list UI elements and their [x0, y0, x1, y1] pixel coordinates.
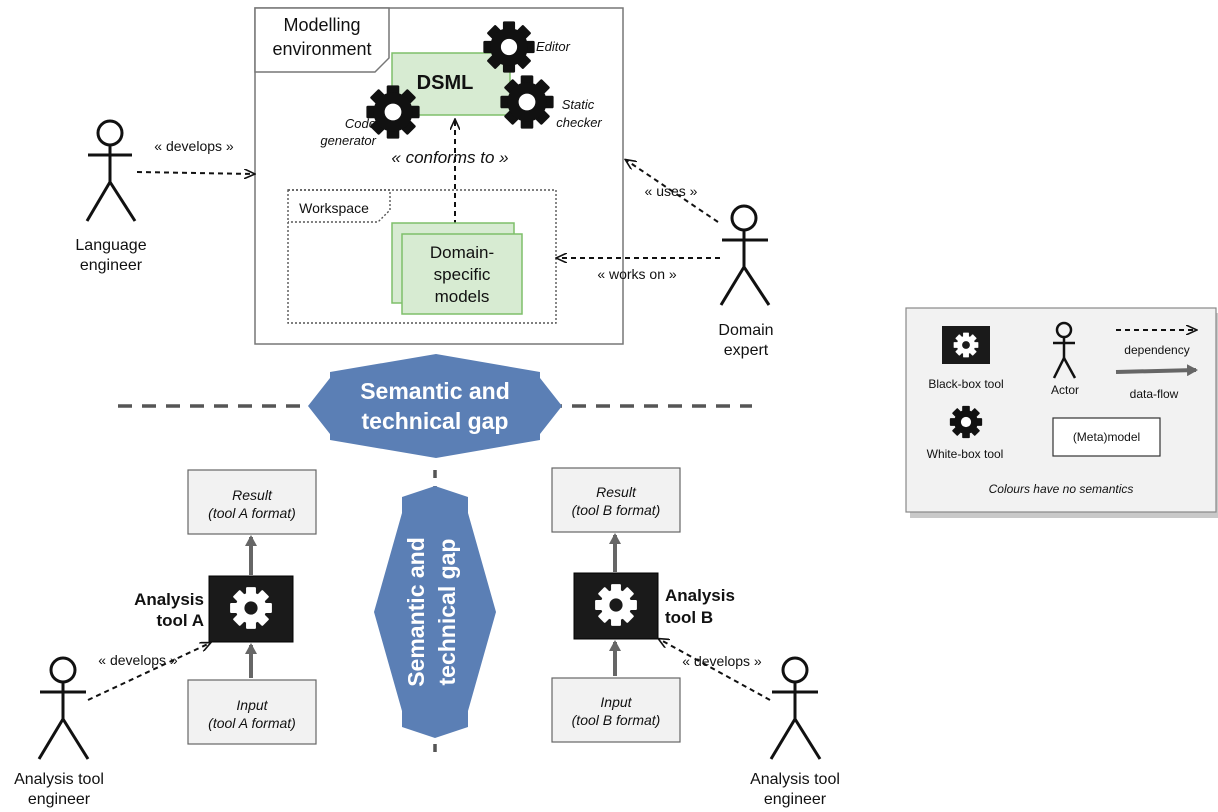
static-checker-label-line2: checker — [556, 115, 602, 130]
tool-a-engineer-label-line2: engineer — [27, 791, 91, 808]
tool-a-engineer-label-line1: Analysis tool — [14, 771, 104, 788]
language-engineer-develops-arrow — [136, 172, 254, 174]
legend-actor-icon — [1052, 321, 1077, 379]
models-box-front — [401, 233, 523, 315]
domain-expert-label-line1: Domain — [718, 322, 774, 339]
tool-b-name-line2: tool B — [665, 608, 714, 627]
conforms-to-label: « conforms to » — [391, 148, 509, 167]
tool-a-input-box — [187, 679, 317, 745]
tool-b-engineer-label-line1: Analysis tool — [750, 771, 840, 788]
tool-a-develops-label: « develops » — [98, 652, 178, 668]
tool-a-result-line1: Result — [232, 487, 272, 503]
vertical-gap-shape — [374, 486, 496, 738]
horizontal-gap-label-line1: Semantic and — [360, 378, 510, 404]
static-checker-label-line1: Static — [561, 97, 595, 112]
tool-a-input-line1: Input — [236, 697, 268, 713]
tool-b-engineer-label-line2: engineer — [763, 791, 827, 808]
tool-b-engineer-actor — [769, 656, 822, 760]
code-generator-label-line2: generator — [320, 133, 376, 148]
dsml-label: DSML — [416, 72, 474, 94]
domain-expert-uses-arrow — [626, 160, 719, 223]
workspace-frame — [287, 189, 557, 324]
tool-a-gear-icon — [230, 587, 272, 629]
tool-a-develops-arrow — [87, 643, 210, 701]
legend-metamodel-box — [1052, 417, 1161, 457]
tool-b-develops-label: « develops » — [682, 653, 762, 669]
tool-b-name-line1: Analysis — [665, 586, 735, 605]
editor-label: Editor — [536, 39, 570, 54]
tool-b-develops-arrow — [659, 639, 771, 701]
tool-a-result-line2: (tool A format) — [208, 505, 296, 521]
workspace-tab — [288, 189, 391, 223]
tool-b-result-box — [551, 467, 681, 533]
tool-a-engineer-actor — [37, 656, 90, 760]
legend-white-box-label: White-box tool — [926, 447, 1004, 461]
models-label-line3: models — [434, 287, 490, 306]
legend-white-box-gear-icon — [949, 405, 983, 439]
language-engineer-develops-label: « develops » — [154, 138, 234, 154]
legend-note: Colours have no semantics — [988, 482, 1134, 496]
tool-b-input-box — [551, 677, 681, 743]
tool-b-input-line1: Input — [600, 694, 632, 710]
legend-actor-label: Actor — [1050, 383, 1079, 397]
language-engineer-label-line1: Language — [75, 237, 147, 254]
tool-b-input-line2: (tool B format) — [571, 712, 661, 728]
legend-data-flow-arrow — [1115, 364, 1198, 377]
tool-a-name-line1: Analysis — [134, 590, 204, 609]
tool-b-gear-icon — [595, 584, 637, 626]
env-title-line2: environment — [272, 39, 372, 59]
legend-metamodel-label: (Meta)model — [1072, 430, 1141, 444]
tool-b-result-line1: Result — [596, 484, 636, 500]
legend-dependency-label: dependency — [1124, 343, 1190, 357]
tool-a-result-box — [187, 469, 317, 535]
tool-b-result-line2: (tool B format) — [571, 502, 661, 518]
vertical-gap-label-line2: technical gap — [434, 538, 460, 686]
models-label-line2: specific — [433, 265, 491, 284]
domain-expert-label-line2: expert — [723, 342, 769, 359]
legend-data-flow-label: data-flow — [1129, 387, 1179, 401]
env-title-line1: Modelling — [283, 15, 361, 35]
legend-black-box-gear-icon — [953, 332, 979, 358]
static-checker-gear-icon — [500, 75, 554, 129]
domain-expert-uses-label: « uses » — [644, 183, 698, 199]
code-generator-label-line1: Code — [344, 116, 376, 131]
language-engineer-actor — [85, 119, 137, 222]
domain-expert-actor — [719, 204, 771, 306]
legend-black-box-label: Black-box tool — [928, 377, 1004, 391]
vertical-gap-label-line1: Semantic and — [403, 537, 429, 687]
workspace-label: Workspace — [299, 200, 369, 216]
domain-expert-works-on-label: « works on » — [597, 266, 677, 282]
horizontal-gap-shape — [308, 354, 562, 458]
tool-a-input-line2: (tool A format) — [208, 715, 296, 731]
models-label-line1: Domain- — [429, 243, 495, 262]
tool-a-name-line2: tool A — [156, 611, 204, 630]
horizontal-gap-label-line2: technical gap — [361, 408, 509, 434]
language-engineer-label-line2: engineer — [79, 257, 143, 274]
editor-gear-icon — [483, 21, 535, 73]
modelling-environment-tab — [254, 7, 390, 73]
